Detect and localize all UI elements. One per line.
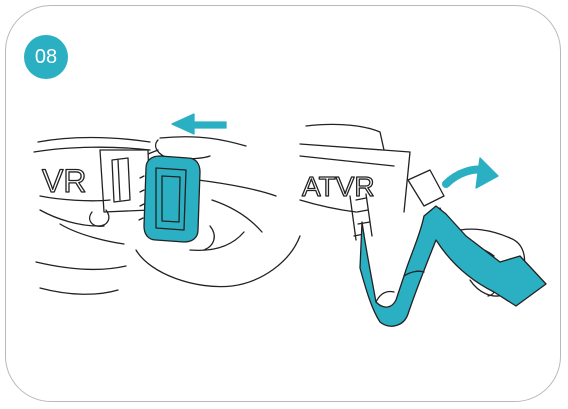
pull-curve-arrow: [446, 158, 498, 188]
headset-logo-right: ATVR: [302, 171, 375, 202]
strap: [360, 206, 546, 326]
push-left-arrow: [172, 114, 226, 134]
buckle-release: [139, 156, 200, 242]
headset-logo-left: VR: [42, 163, 86, 199]
